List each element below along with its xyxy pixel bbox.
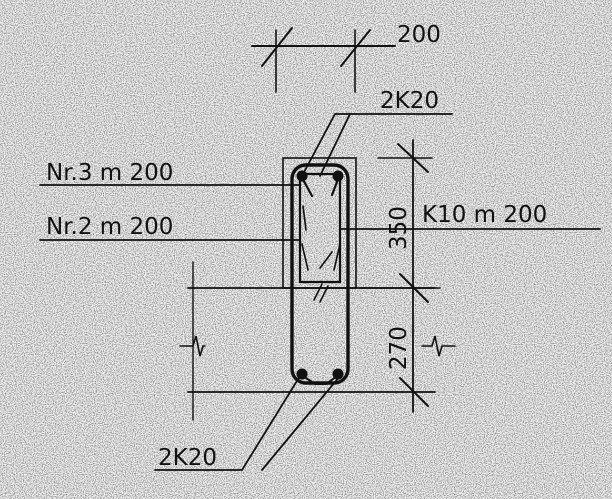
dim-tick-bot <box>399 377 429 407</box>
slash-mark-2 <box>319 285 329 303</box>
right-bar-label: K10 m 200 <box>422 202 547 228</box>
rebar-bottom-left <box>296 368 308 380</box>
stirrup-bend-line-3 <box>319 251 333 269</box>
dim-upper-label: 350 <box>386 206 412 250</box>
stirrup-upper-label: Nr.3 m 200 <box>46 160 173 186</box>
top-dim-tick-left <box>261 27 293 67</box>
slab-break-left <box>179 335 206 357</box>
top-dim-tick-right <box>340 29 371 67</box>
stirrup-bend-line-1 <box>301 243 309 271</box>
rebar-bottom-right <box>332 368 344 380</box>
top-bars-label: 2K20 <box>380 88 439 114</box>
rebar-top-left <box>296 170 308 182</box>
stirrup-bend-line-2 <box>333 243 341 271</box>
upper-stirrup <box>298 172 342 284</box>
top-bars-leader <box>301 113 453 177</box>
dim-tick-top <box>397 143 429 173</box>
bottom-bars-leader <box>154 375 301 471</box>
lower-stirrup-hook <box>299 373 341 385</box>
rebar-top-right <box>332 170 344 182</box>
top-bars-leader-2 <box>319 113 351 177</box>
slash-mark-1 <box>313 283 323 301</box>
dim-tick-mid <box>399 273 429 303</box>
stirrup-lower-label: Nr.2 m 200 <box>46 214 173 240</box>
stirrup-bend-line-4 <box>302 205 307 231</box>
dim-lower-label: 270 <box>386 326 412 370</box>
slab-break-right <box>421 335 456 357</box>
bottom-bars-label: 2K20 <box>158 445 217 471</box>
top-dim-label: 200 <box>397 22 441 48</box>
bottom-bars-leader-2 <box>261 375 341 471</box>
